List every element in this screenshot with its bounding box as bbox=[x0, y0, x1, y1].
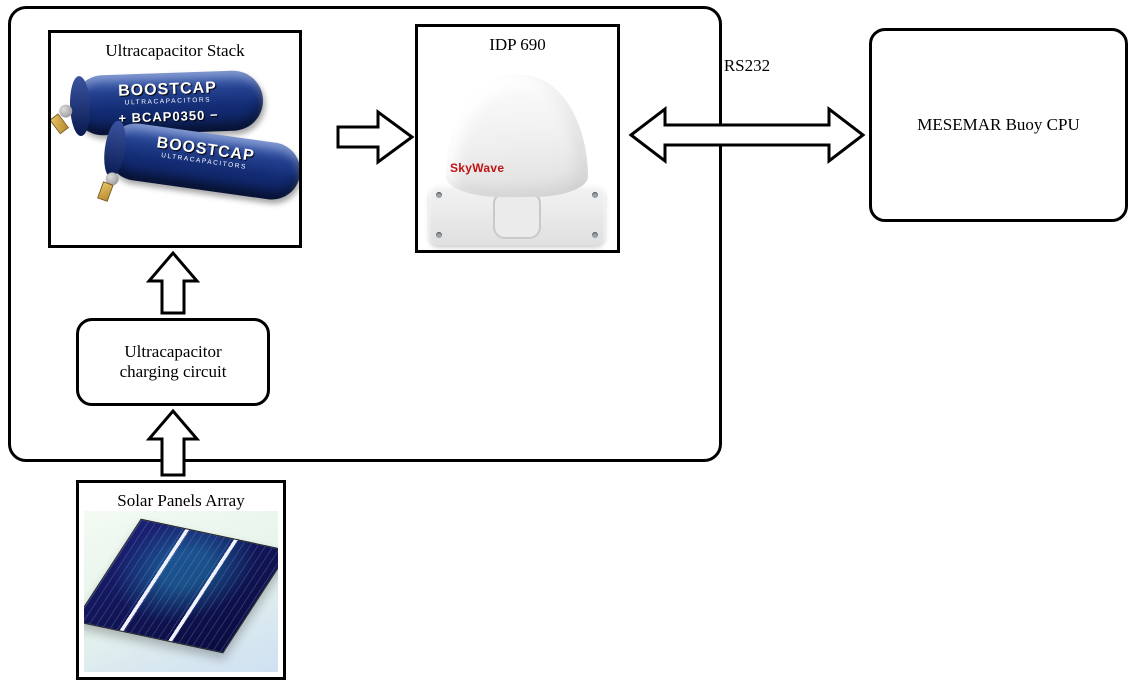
capacitor-top: BOOSTCAP ULTRACAPACITORS + BCAP0350 − bbox=[51, 69, 264, 137]
idp690-title: IDP 690 bbox=[489, 35, 546, 54]
solar-panels-array-box: Solar Panels Array bbox=[76, 480, 286, 680]
device-dome bbox=[446, 75, 588, 197]
solar-panels-array-title: Solar Panels Array bbox=[117, 491, 245, 510]
arrow-idp690-mesemar-rs232 bbox=[628, 102, 866, 168]
capacitor-bottom: BOOSTCAP ULTRACAPACITORS bbox=[97, 119, 299, 204]
charging-circuit-title: Ultracapacitor charging circuit bbox=[119, 341, 227, 381]
solar-cell bbox=[84, 518, 278, 654]
charging-circuit-box: Ultracapacitor charging circuit bbox=[76, 318, 270, 406]
ultracapacitor-stack-box: Ultracapacitor Stack BOOSTCAP ULTRACAPAC… bbox=[48, 30, 302, 248]
screw-icon bbox=[592, 232, 598, 238]
system-enclosure-box bbox=[8, 6, 722, 462]
screw-icon bbox=[436, 192, 442, 198]
capacitor-gold-tab bbox=[97, 181, 114, 202]
screw-icon bbox=[592, 192, 598, 198]
arrow-charging-to-stack bbox=[146, 250, 200, 316]
up-arrow-icon bbox=[146, 408, 200, 477]
rs232-label: RS232 bbox=[723, 56, 771, 75]
double-arrow-icon bbox=[628, 105, 866, 165]
arrow-stack-to-idp690 bbox=[336, 107, 416, 167]
boostcap-capacitors-image: BOOSTCAP ULTRACAPACITORS + BCAP0350 − BO… bbox=[51, 65, 299, 245]
device-access-door bbox=[493, 193, 541, 239]
up-arrow-icon bbox=[146, 250, 200, 315]
skywave-terminal-image: SkyWave bbox=[418, 57, 617, 250]
screw-icon bbox=[436, 232, 442, 238]
skywave-logo-text: SkyWave bbox=[450, 161, 505, 175]
right-arrow-icon bbox=[336, 109, 415, 165]
idp690-box: IDP 690 SkyWave bbox=[415, 24, 620, 253]
mesemar-buoy-cpu-box: MESEMAR Buoy CPU bbox=[869, 28, 1128, 222]
arrow-solar-to-charging bbox=[146, 408, 200, 478]
ultracapacitor-stack-title: Ultracapacitor Stack bbox=[105, 41, 245, 60]
mesemar-buoy-cpu-title: MESEMAR Buoy CPU bbox=[917, 114, 1080, 134]
solar-panel-image bbox=[84, 511, 278, 672]
